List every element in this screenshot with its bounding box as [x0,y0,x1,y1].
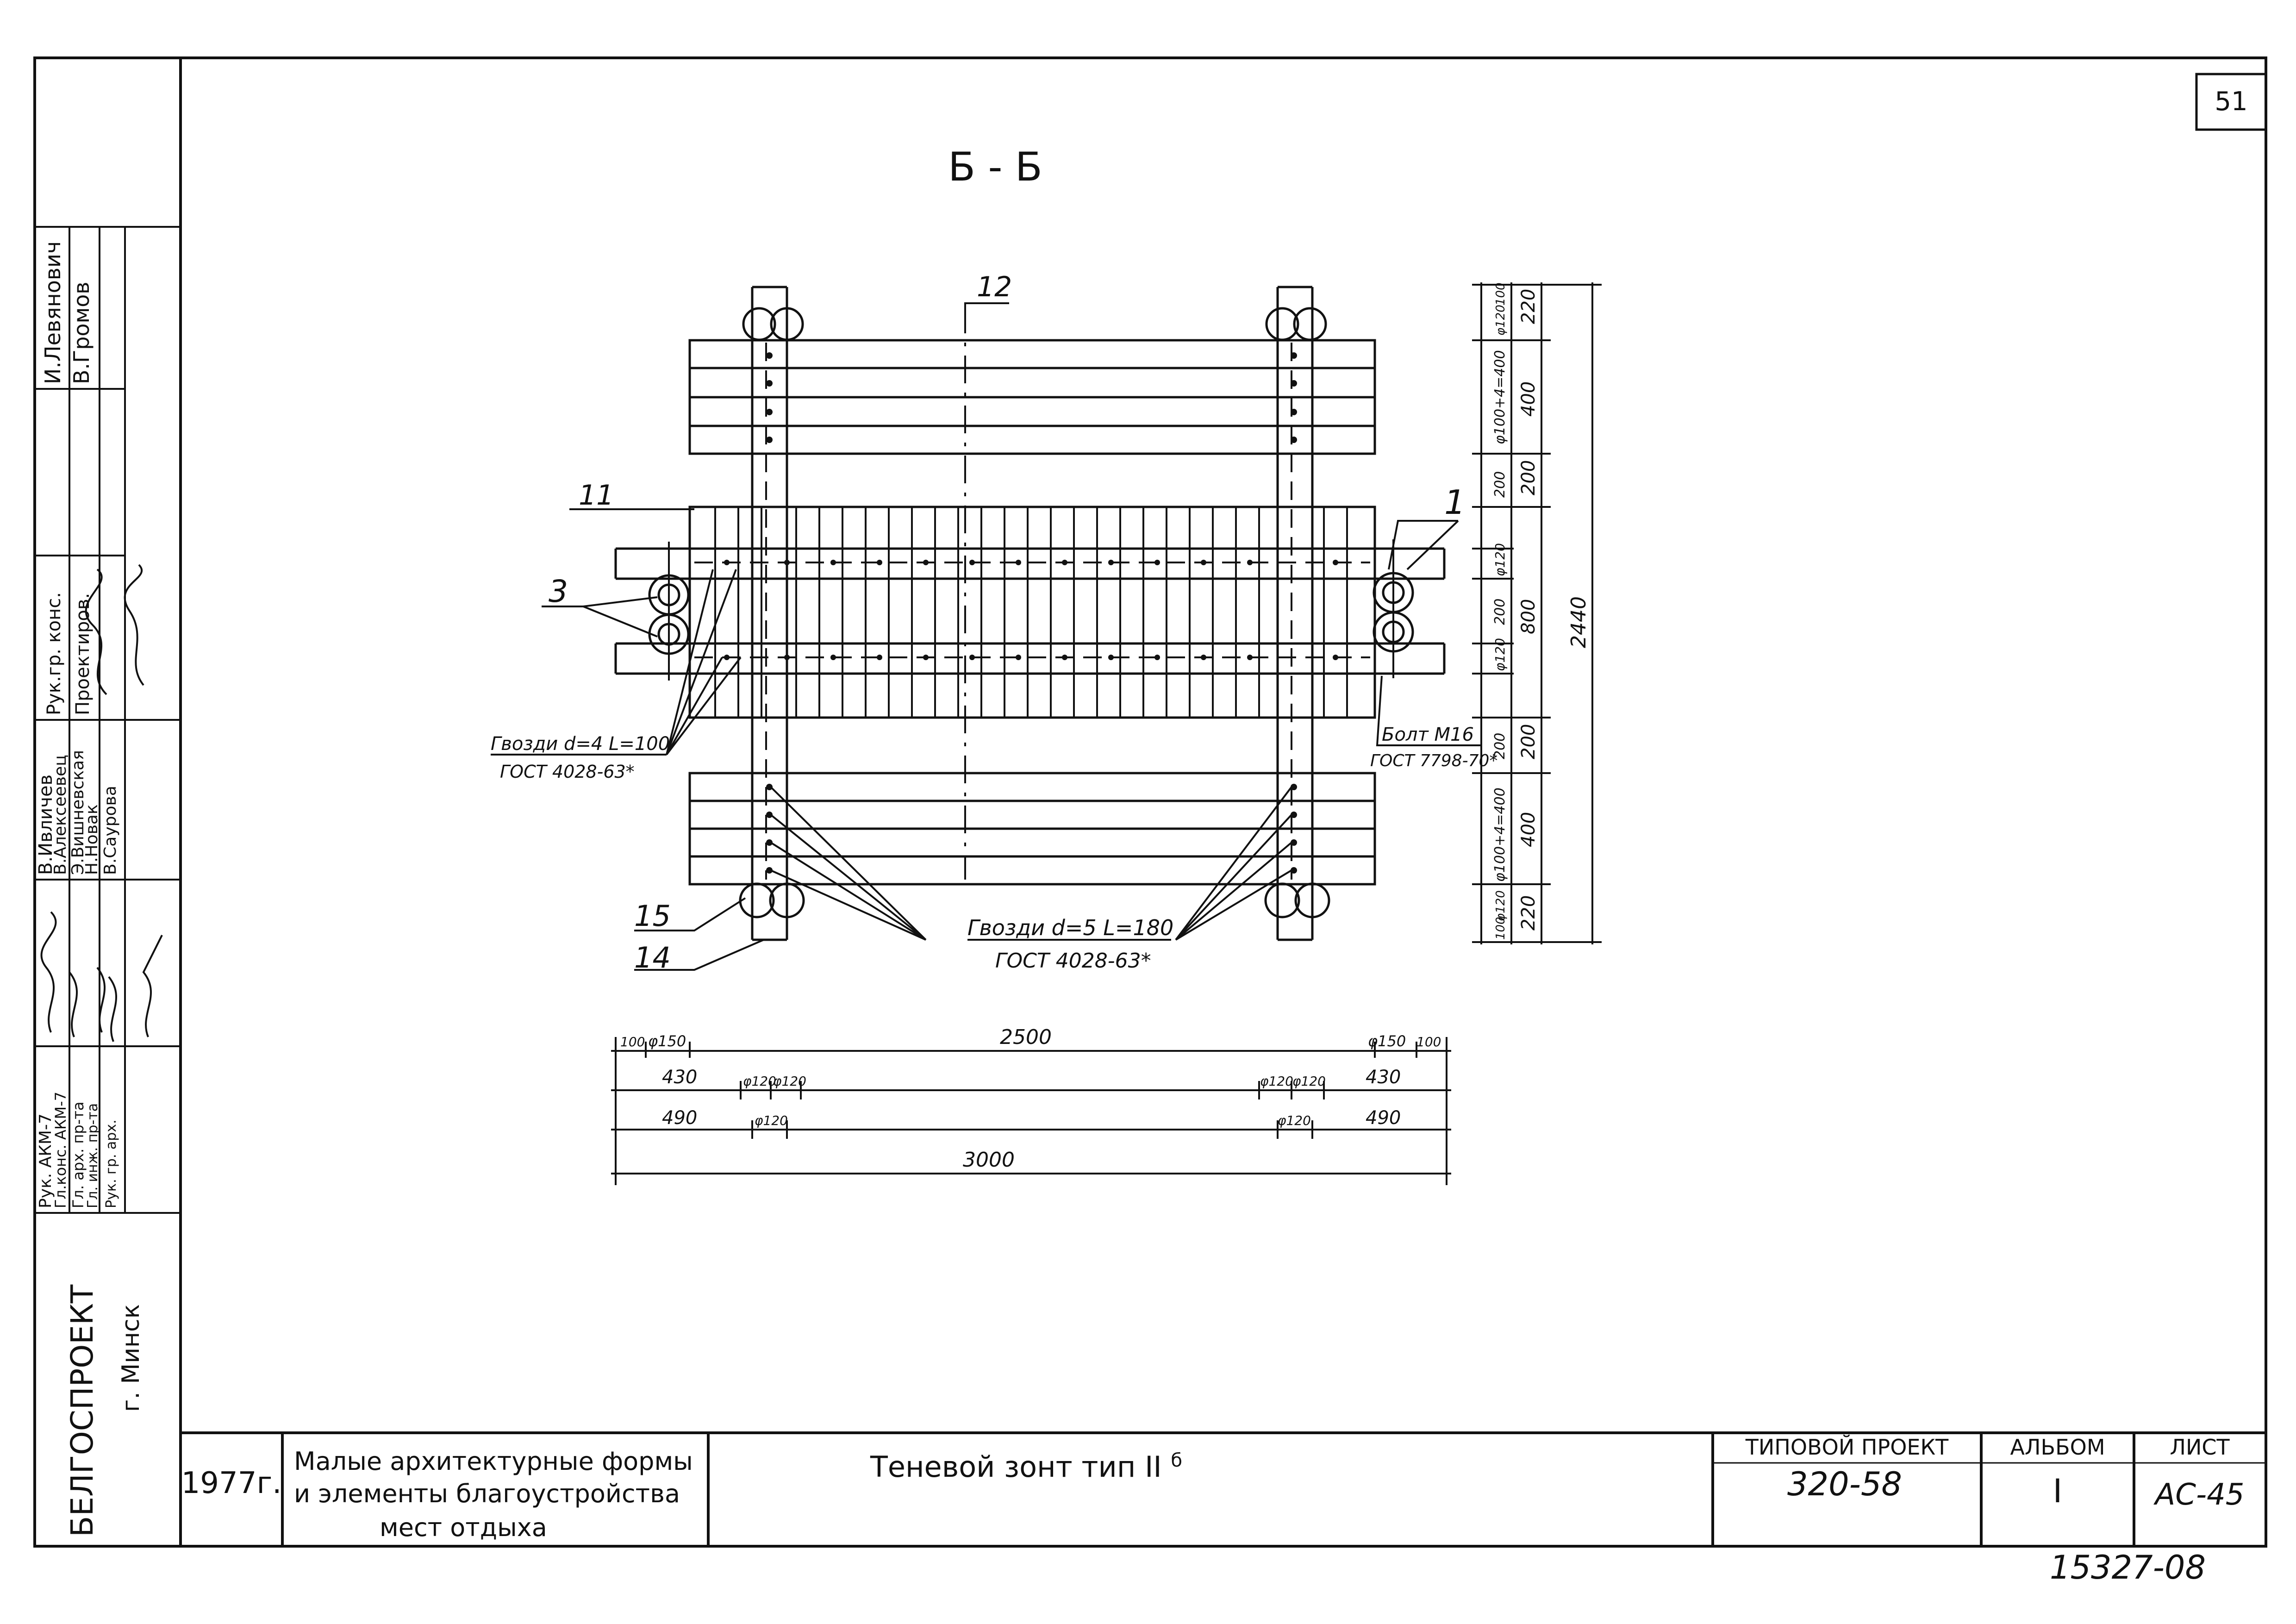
dim-inner-phi120a: φ120 [1492,543,1508,576]
dim-right-200-a: 200 [1518,460,1539,495]
stamp-mid-name-1: В.Ивличев [35,775,56,875]
dim-inner-bot-2: φ120 [1494,890,1508,921]
dim-bot-phi150b: φ150 [1368,1032,1406,1050]
dim-inner-200: 200 [1492,599,1508,625]
dim-bot-phi120d: φ120 [1292,1074,1326,1089]
central-deck [688,506,1376,719]
dim-bot-490b: 490 [1366,1107,1401,1129]
leader-lines [491,302,1481,971]
dim-bot-phi120a: φ120 [743,1074,776,1089]
sheet-number-box: 51 [2195,73,2267,131]
dim-right-200-b: 200 [1518,724,1539,759]
side-stamp [35,226,181,1214]
sheet-frame [33,56,2267,1548]
note-small-nails-1: Гвозди d=4 L=100 [491,733,670,755]
dim-inner-top-2: φ120 [1494,305,1508,336]
tb-album-value: I [2053,1472,2063,1510]
dim-right-400-top: 400 [1518,381,1539,417]
stamp-mid-name-5: В.Саурова [101,786,120,875]
note-large-nails-2: ГОСТ 4028-63* [995,949,1151,973]
stamp-mid-role-5: Рук. гр. арх. [103,1119,119,1208]
dim-inner-phi120b: φ120 [1492,638,1508,671]
stamp-name-2: В.Громов [69,281,94,384]
hidden-lines [694,306,1370,880]
tb-sheet-value: АС-45 [2153,1478,2245,1512]
tb-typical-label: ТИПОВОЙ ПРОЕКТ [1745,1435,1949,1460]
section-title: Б - Б [948,144,1042,190]
callout-1: 1 [1444,483,1466,522]
stamp-city: г. Минск [117,1304,145,1412]
dim-bot-2500: 2500 [1000,1025,1052,1049]
callout-12: 12 [977,271,1012,303]
dim-inner-top-3: 100 [1494,282,1508,306]
stamp-mid-role-4: Гл. инж. пр-та [85,1103,101,1208]
nail-dots [724,352,1338,874]
stamp-mid-role-3: Гл. арх. пр-та [69,1101,87,1208]
right-dimension-chain [1472,282,1602,944]
note-bolt-2: ГОСТ 7798-70* [1370,751,1497,770]
tb-album-label: АЛЬБОМ [2010,1435,2105,1460]
stamp-name-1: И.Левянович [40,241,65,384]
sheet-number: 51 [2215,87,2247,117]
dim-bot-phi120e: φ120 [755,1113,788,1128]
dim-bot-phi120b: φ120 [773,1074,806,1089]
dim-right-400-bot: 400 [1518,812,1539,847]
dim-bot-phi120c: φ120 [1260,1074,1293,1089]
note-small-nails-2: ГОСТ 4028-63* [500,762,635,782]
callout-14: 14 [634,941,671,974]
dim-bot-phi120f: φ120 [1278,1113,1311,1128]
dim-inner-200a: 200 [1492,471,1508,498]
bottom-dimension-chain [611,1037,1451,1185]
dim-bot-490a: 490 [662,1107,697,1129]
stamp-role-1: Рук.гр. конс. [44,592,65,715]
callout-15: 15 [634,899,671,933]
dim-right-2440: 2440 [1567,596,1591,648]
stamp-role-2: Проектиров. [72,593,94,715]
dim-inner-bot-1: φ100+4=400 [1492,787,1508,882]
tb-drawing-title: Теневой зонт тип II б [870,1450,1182,1484]
dim-bot-100b: 100 [1416,1034,1441,1049]
deck-slats [714,507,1348,718]
tb-project-line3: мест отдыха [380,1513,547,1542]
stamp-mid-role-1: Рук. АКМ-7 [36,1113,55,1208]
title-block [181,1431,2266,1546]
signatures [40,564,163,1042]
callout-3: 3 [549,574,568,609]
stamp-org: БЕЛГОСПРОЕКТ [64,1284,100,1537]
tb-sheet-label: ЛИСТ [2170,1435,2230,1460]
note-large-nails-1: Гвозди d=5 L=180 [967,915,1173,940]
dim-bot-100a: 100 [620,1034,645,1049]
stamp-mid-role-2: Гл.конс. АКМ-7 [52,1092,69,1208]
dim-bot-3000: 3000 [963,1148,1015,1172]
dim-inner-bot-3: 100 [1494,917,1508,940]
tb-year: 1977г. [181,1466,282,1500]
stamp-mid-name-4: Н.Новак [82,804,101,875]
dim-right-220-bot: 220 [1518,895,1539,931]
stamp-mid-name-3: Э.Вишневская [69,750,87,875]
archive-number: 15327-08 [2050,1549,2206,1587]
plan-drawing [614,286,1446,941]
dim-right-800: 800 [1518,599,1539,634]
dim-inner-top-1: φ100+4=400 [1492,350,1508,444]
tb-typical-value: 320-58 [1787,1465,1902,1503]
dim-inner-200b: 200 [1492,733,1508,759]
note-bolt-1: Болт М16 [1382,724,1474,745]
dim-right-220-top: 220 [1518,289,1539,324]
tb-project-line1: Малые архитектурные формы [294,1447,693,1476]
dim-bot-430b: 430 [1366,1067,1401,1088]
dim-bot-phi150a: φ150 [648,1032,686,1050]
stamp-mid-name-2: В.Алексеевец [51,755,70,875]
tb-drawing-title-sup: б [1171,1450,1182,1471]
callout-11: 11 [579,479,614,512]
dim-bot-430a: 430 [662,1067,697,1088]
tb-drawing-title-main: Теневой зонт тип II [870,1450,1162,1484]
tb-project-line2: и элементы благоустройства [294,1479,680,1508]
